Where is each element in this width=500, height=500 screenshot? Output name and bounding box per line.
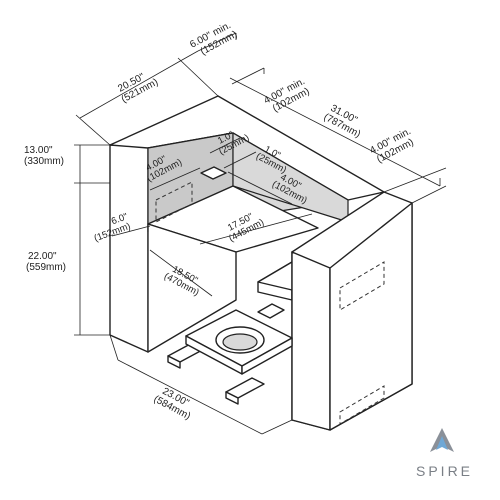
dimension-lines [74,32,447,435]
right-wall-recess-lower [339,385,385,425]
vent-hole [200,166,227,180]
dim-height-13-mm: (330mm) [24,156,64,167]
dim-height-22: 22.00" [28,251,57,262]
flame-logo-icon [430,428,454,452]
dim-six-side: 6.0" [110,211,129,227]
cabinet-right-wall [257,191,413,431]
hearth-platform [167,303,293,405]
brand-logo: SPIRE [416,428,473,479]
brand-name: SPIRE [416,463,473,479]
cabinet-lower-interior [147,223,237,353]
dim-height-22-mm: (559mm) [26,262,66,273]
dim-height-13: 13.00" [24,145,53,156]
right-wall-recess-upper [339,261,385,311]
